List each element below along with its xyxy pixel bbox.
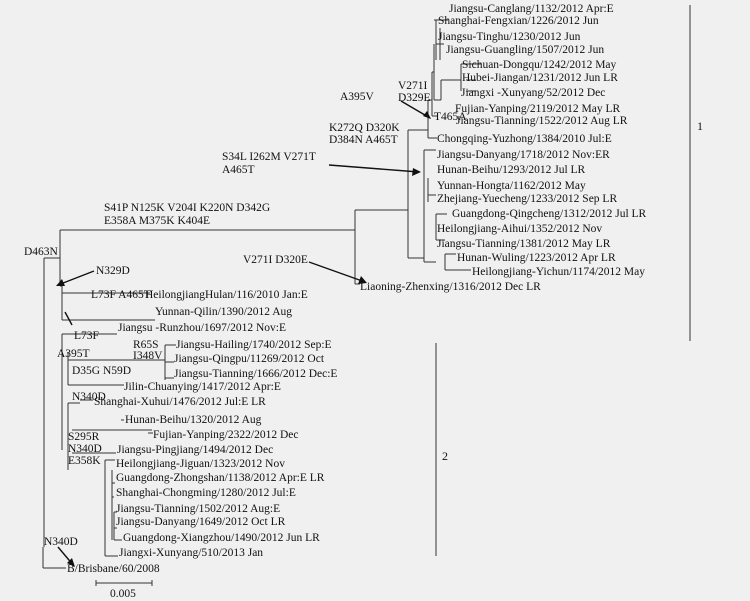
taxon-label: Jiangsu-Canglang/1132/2012 Apr:E [449,3,614,15]
mutation-label: S34L I262M V271T [222,151,316,163]
taxon-label: Jiangsu-Tinghu/1230/2012 Jun [438,31,581,43]
mutation-label: S295R [68,431,100,443]
taxon-label: Chongqing-Yuzhong/1384/2010 Jul:E [437,133,612,145]
taxon-label: Hunan-Beihu/1320/2012 Aug [125,414,262,426]
mutation-label: R65S [133,339,159,351]
taxon-label: Jiangsu-Tianning/1502/2012 Aug:E [116,503,280,515]
taxon-label: B/Brisbane/60/2008 [67,563,160,575]
taxon-label: Hunan-Wuling/1223/2012 Apr LR [457,252,616,264]
mutation-label: I348V [133,350,163,362]
taxon-label: Hunan-Beihu/1293/2012 Jul LR [437,164,586,176]
mutation-label: V271I D320E [243,254,308,266]
taxon-label: Guangdong-Zhongshan/1138/2012 Apr:E LR [116,472,325,484]
arrow-v271i-d320e [308,261,366,283]
mutation-label: S41P N125K V204I K220N D342G [104,202,270,214]
taxon-label: Heilongjiang-Jiguan/1323/2012 Nov [116,458,285,470]
taxon-label: Jiangsu-Danyang/1718/2012 Nov:ER [437,149,610,161]
taxon-label: Liaoning-Zhenxing/1316/2012 Dec LR [360,281,541,293]
mutation-label: D35G N59D [72,365,131,377]
arrowhead-n329d [56,279,65,286]
taxon-label: Guangdong-Xiangzhou/1490/2012 Jun LR [123,532,320,544]
scale-bar-label: 0.005 [110,588,136,600]
arrowhead-s34l [412,168,421,176]
taxon-label: Guangdong-Qingcheng/1312/2012 Jul LR [452,208,647,220]
taxon-label: Yunnan-Qilin/1390/2012 Aug [155,306,292,318]
taxon-label: Jiangsu-Danyang/1649/2012 Oct LR [116,516,286,528]
taxon-label: Zhejiang-Yuecheng/1233/2012 Sep LR [437,193,617,205]
taxon-label: Jiangsu-Hailing/1740/2012 Sep:E [176,339,332,351]
tree-branches [42,19,481,569]
mutation-label: K272Q D320K [329,122,400,134]
arrow-l73f [64,311,73,326]
mutation-label: N340D [68,443,102,455]
taxon-label: Shanghai-Chongming/1280/2012 Jul:E [116,487,296,499]
taxon-label: Heilongjiang-Yichun/1174/2012 May [472,266,645,278]
mutation-label: N340D [72,391,106,403]
arrowhead-v271i-d320e [358,276,367,284]
taxon-label: Heilongjiang-Aihui/1352/2012 Nov [437,223,602,235]
taxon-label: Fujian-Yanping/2322/2012 Dec [153,429,298,441]
taxon-label: Jiangxi -Xunyang/52/2012 Dec [461,87,605,99]
mutation-label: A395T [57,348,90,360]
mutation-label: A465T [222,164,255,176]
arrow-s34l [328,164,420,173]
mutation-arrows [56,100,431,567]
scale-bar: 0.005 [95,580,153,600]
taxon-label: Jilin-Chuanying/1417/2012 Apr:E [124,381,281,393]
mutation-label: D384N A465T [329,134,398,146]
taxon-label: Jiangsu -Runzhou/1697/2012 Nov:E [118,322,286,334]
mutation-label: A395V [340,91,375,103]
clade-1-label: 1 [697,119,703,133]
taxon-label: Hubei-Jiangan/1231/2012 Jun LR [462,72,618,84]
mutation-label: D329E [398,92,431,104]
mutation-label: D463N [24,246,59,258]
taxon-label: Shanghai-Fengxian/1226/2012 Jun [438,15,599,27]
taxon-label: Sichuan-Dongqu/1242/2012 May [462,59,617,71]
taxon-label: HeilongjiangHulan/116/2010 Jan:E [145,289,308,301]
taxon-label: Fujian-Yanping/2119/2012 May LR [455,103,620,115]
taxon-label: Shanghai-Xuhui/1476/2012 Jul:E LR [94,396,266,408]
taxon-label: Jiangsu-Tianning/1522/2012 Aug LR [456,115,628,127]
mutation-label: T465A [434,111,467,123]
arrow-n329d [57,270,95,286]
arrowhead-n340d-c [67,558,75,567]
taxon-label: Yunnan-Hongta/1162/2012 May [437,180,586,192]
mutation-label: N340D [44,536,78,548]
taxon-label: Jiangxi-Xunyang/510/2013 Jan [119,547,263,559]
taxon-label: Jiangsu-Qingpu/11269/2012 Oct [174,353,325,365]
taxon-label: Jiangsu-Tianning/1666/2012 Dec:E [174,368,337,380]
mutation-label: N329D [96,265,130,277]
mutation-label: L73F A465T [91,289,151,301]
mutation-label: V271I [398,80,428,92]
taxon-label: Jiangsu-Tianning/1381/2012 May LR [437,238,611,250]
mutation-label: E358A M375K K404E [104,215,210,227]
mutation-label: E358K [68,455,101,467]
clade-2-label: 2 [442,449,448,463]
taxon-label: Jiangsu-Pingjiang/1494/2012 Dec [117,444,273,456]
mutation-label: L73F [74,330,99,342]
clade-brackets [435,5,691,556]
taxon-label: Jiangsu-Guangling/1507/2012 Jun [446,44,604,56]
arrowhead-a395v [423,111,431,119]
